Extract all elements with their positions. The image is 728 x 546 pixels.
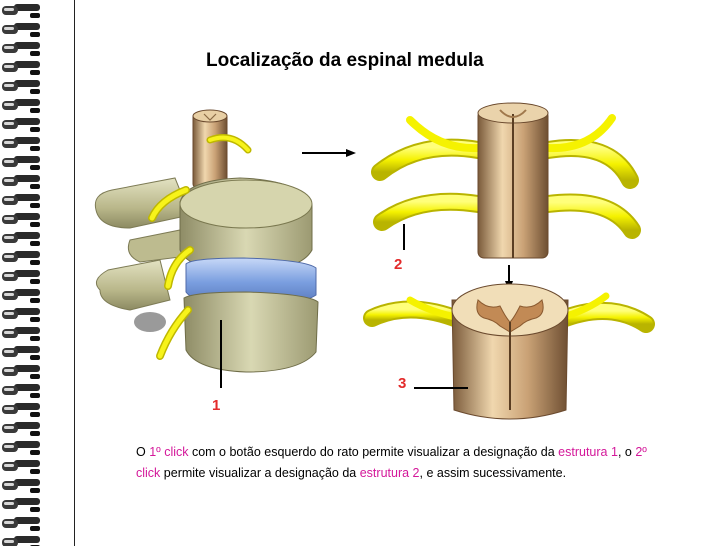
- label-2: 2: [394, 256, 402, 273]
- spinal-cord-cross-section-illustration: [372, 284, 646, 419]
- caption-highlight: 1º click: [149, 445, 188, 459]
- caption-text: permite visualizar a designação da: [160, 466, 359, 480]
- instructions-caption: O 1º click com o botão esquerdo do rato …: [136, 442, 652, 484]
- spinal-cord-segment-illustration: [380, 103, 632, 258]
- caption-text: com o botão esquerdo do rato permite vis…: [189, 445, 559, 459]
- page-title: Localização da espinal medula: [206, 50, 484, 72]
- vertebra-illustration: [95, 110, 318, 388]
- caption-highlight: estrutura 1: [558, 445, 618, 459]
- caption-text: , e assim sucessivamente.: [420, 466, 567, 480]
- caption-highlight: estrutura 2: [360, 466, 420, 480]
- caption-text: , o: [618, 445, 635, 459]
- caption-text: O: [136, 445, 149, 459]
- arrow-right-icon: [302, 149, 356, 157]
- label-3: 3: [398, 375, 406, 392]
- label-1: 1: [212, 397, 220, 414]
